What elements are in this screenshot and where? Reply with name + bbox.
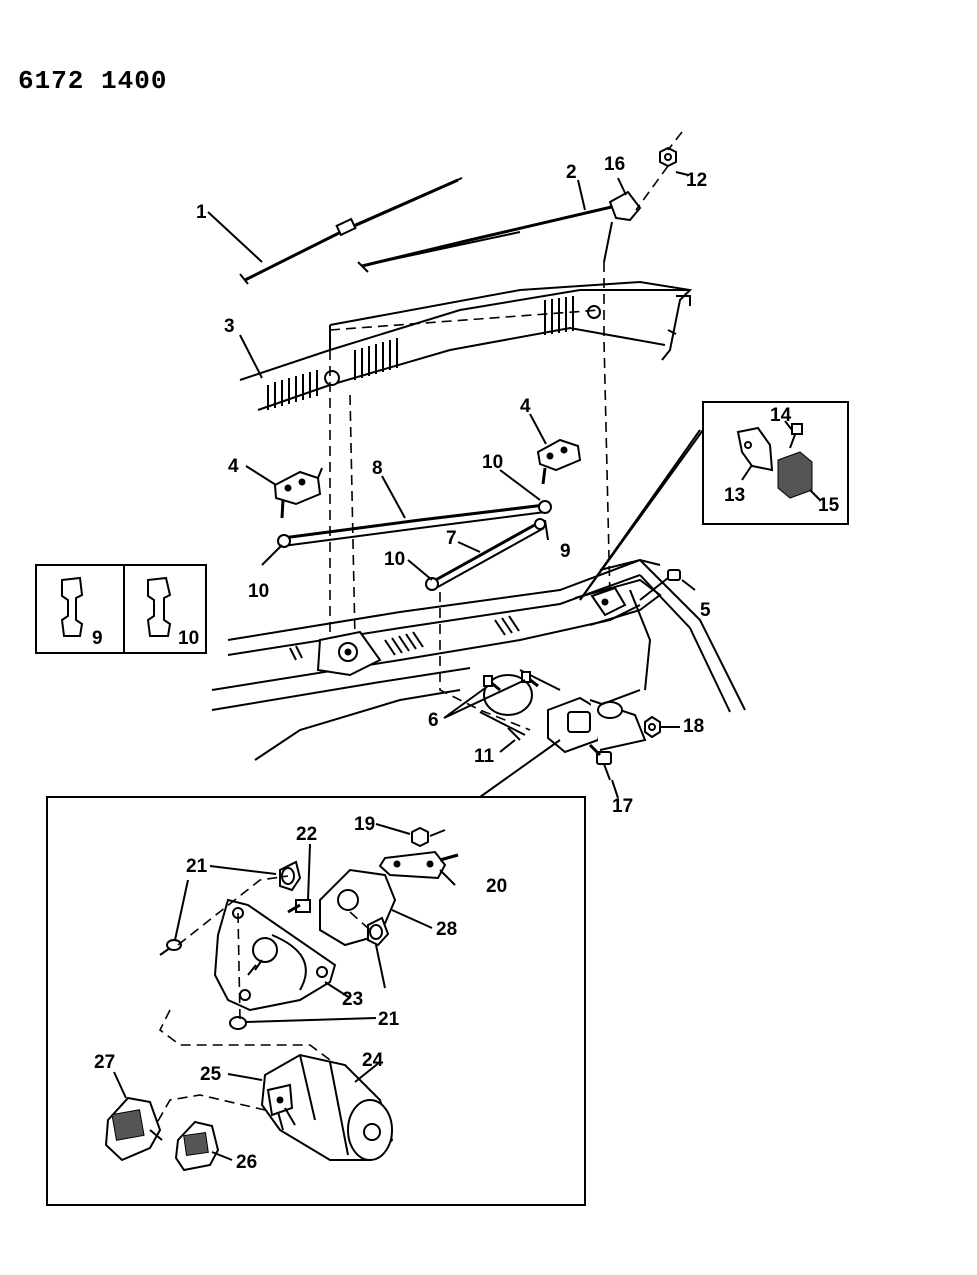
callout-28: 28: [436, 919, 457, 940]
inset-clip-9-10: [35, 564, 207, 654]
callout-10-top: 10: [482, 452, 503, 473]
washer-part-21: [159, 939, 247, 1030]
callout-10-center: 10: [384, 549, 405, 570]
callout-21-top: 21: [186, 856, 208, 877]
wiper-motor-installed: [483, 669, 647, 754]
callout-5: 5: [700, 600, 711, 621]
callout-15: 15: [818, 495, 840, 516]
pivot-left-part: [273, 467, 323, 519]
cowl-vent-center: [354, 338, 398, 380]
leader-lines: [113, 171, 821, 1161]
callout-21-right: 21: [378, 1009, 400, 1030]
pivot-right-part: [536, 438, 582, 485]
cowl-vent-right: [544, 296, 574, 335]
callout-10-inset: 10: [178, 628, 199, 649]
callout-7: 7: [446, 528, 457, 549]
connector-part-26: [174, 1120, 220, 1172]
nut-part-12: [635, 131, 683, 211]
callout-24: 24: [362, 1050, 384, 1071]
connecting-link-part-7: [425, 518, 546, 591]
crank-arm-part-20: [378, 826, 459, 880]
callout-27: 27: [94, 1052, 115, 1073]
callout-16: 16: [604, 154, 625, 175]
callout-26: 26: [236, 1152, 257, 1173]
callout-8: 8: [372, 458, 383, 479]
callout-9-inset: 9: [92, 628, 103, 649]
reference-number: 6172 1400: [18, 66, 168, 96]
callout-4-left: 4: [228, 456, 239, 477]
callout-13: 13: [724, 485, 745, 506]
callout-12: 12: [686, 170, 707, 191]
callout-4-right: 4: [520, 396, 531, 417]
callout-3: 3: [224, 316, 235, 337]
drive-link-part-8: [277, 500, 552, 548]
callout-9-main: 9: [560, 541, 571, 562]
callout-6: 6: [428, 710, 439, 731]
wiper-arm-part: [357, 190, 642, 273]
callout-22: 22: [296, 824, 317, 845]
inset-clip-detail: [702, 401, 849, 525]
studs-part-6-11: [479, 671, 539, 741]
mounting-plate-part-23: [213, 898, 337, 1012]
callout-18: 18: [683, 716, 704, 737]
nut-part-18: [644, 715, 661, 739]
wiper-blade-part: [239, 177, 463, 285]
callout-14: 14: [770, 405, 792, 426]
callout-19: 19: [354, 814, 375, 835]
motor-detail-inset: [46, 739, 586, 1206]
callout-2: 2: [566, 162, 577, 183]
grommet-part-21-top: [279, 860, 302, 892]
callout-10-left: 10: [248, 581, 269, 602]
bolt-part-22: [287, 899, 311, 914]
gasket-part-28: [319, 868, 397, 947]
callout-1: 1: [196, 202, 207, 223]
cowl-vent-left: [267, 370, 318, 410]
callout-17: 17: [612, 796, 633, 817]
callout-20: 20: [486, 876, 507, 897]
callout-25: 25: [200, 1064, 222, 1085]
plenum-louvers: [289, 615, 520, 661]
grommet-part-21-right: [367, 916, 390, 947]
callout-23: 23: [342, 989, 363, 1010]
connector-part-27: [104, 1096, 163, 1162]
bolt-part-17: [588, 743, 612, 781]
wiper-motor-part-24: [260, 1053, 394, 1161]
bolt-part-5: [639, 569, 681, 601]
cowl-panel-part: [239, 280, 693, 411]
callout-11: 11: [474, 746, 495, 767]
